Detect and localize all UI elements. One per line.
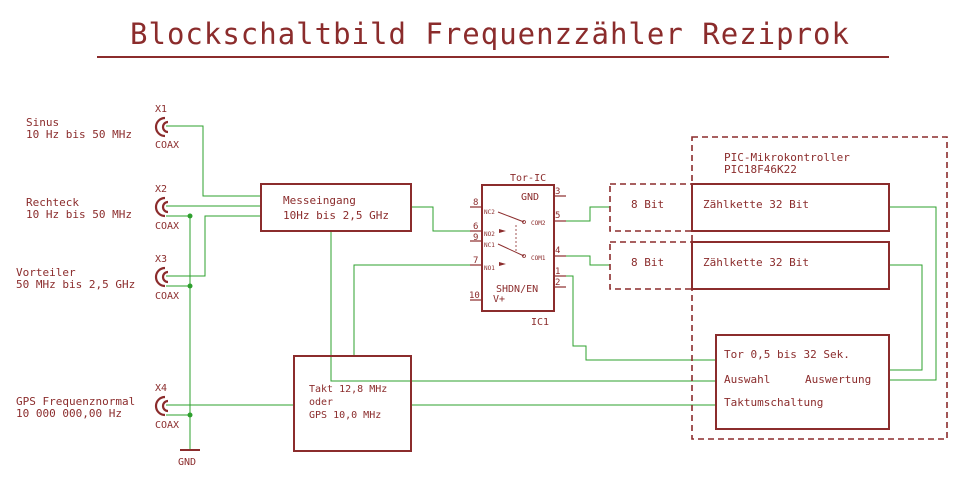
messeingang-range: 10Hz bis 2,5 GHz — [283, 209, 389, 222]
x1-type: COAX — [155, 140, 179, 151]
counter-box-a — [691, 183, 890, 232]
connector-x3: X3 COAX Vorteiler 50 MHz bis 2,5 GHz — [16, 254, 179, 302]
x4-ref: X4 — [155, 383, 167, 394]
tor-ic-shdn: SHDN/EN — [496, 284, 538, 295]
takt-line3: GPS 10,0 MHz — [309, 410, 381, 421]
pin-label-nc1: NC1 — [484, 242, 495, 249]
pin-num: 10 — [469, 291, 480, 301]
pin-label-no2: NO2 — [484, 231, 495, 238]
x3-type: COAX — [155, 291, 179, 302]
x4-name: GPS Frequenznormal — [16, 395, 135, 408]
tor-ic-name: Tor-IC — [510, 173, 546, 184]
pin-num: 7 — [473, 256, 478, 266]
pin-label-com1: COM1 — [531, 255, 546, 262]
tor-label: Tor 0,5 bis 32 Sek. — [724, 348, 850, 361]
tor-ic-vplus: V+ — [493, 294, 505, 305]
pin-num: 6 — [473, 222, 478, 232]
bit8-b-label: 8 Bit — [631, 256, 664, 269]
pin-label-nc2: NC2 — [484, 209, 495, 216]
pin-num: 2 — [555, 278, 560, 288]
pin-num: 8 — [473, 198, 478, 208]
counter-box-b — [691, 241, 890, 290]
x1-range: 10 Hz bis 50 MHz — [26, 128, 132, 141]
diagram-title: Blockschaltbild Frequenzzähler Reziprok — [130, 17, 850, 51]
x4-type: COAX — [155, 420, 179, 431]
x3-ref: X3 — [155, 254, 167, 265]
connector-x1: X1 COAX Sinus 10 Hz bis 50 MHz — [26, 104, 179, 151]
bit8-a-label: 8 Bit — [631, 198, 664, 211]
x3-range: 50 MHz bis 2,5 GHz — [16, 278, 135, 291]
gnd-symbol: GND — [178, 449, 200, 468]
x2-range: 10 Hz bis 50 MHz — [26, 208, 132, 221]
connector-x2: X2 COAX Rechteck 10 Hz bis 50 MHz — [26, 184, 179, 232]
auswahl-label: Auswahl — [724, 373, 770, 386]
takt-line2: oder — [309, 397, 333, 408]
auswertung-label: Auswertung — [805, 373, 871, 386]
takt-line1: Takt 12,8 MHz — [309, 384, 387, 395]
pin-num: 1 — [555, 267, 560, 277]
pic-part: PIC18F46K22 — [724, 163, 797, 176]
x2-ref: X2 — [155, 184, 167, 195]
pic-title: PIC-Mikrokontroller — [724, 151, 850, 164]
pin-label-com2: COM2 — [531, 220, 546, 227]
pic-block: PIC-Mikrokontroller PIC18F46K22 8 Bit 8 … — [609, 136, 948, 440]
junction-dot — [187, 213, 193, 219]
tor-ic: Tor-IC IC1 GND SHDN/EN V+ NC2 NO2 NC1 NO… — [469, 173, 566, 328]
taktumschaltung-label: Taktumschaltung — [724, 396, 823, 409]
counter-a-label: Zählkette 32 Bit — [703, 198, 809, 211]
pin-num: 4 — [555, 246, 560, 256]
control-box — [715, 334, 890, 430]
counter-b-label: Zählkette 32 Bit — [703, 256, 809, 269]
x4-range: 10 000 000,00 Hz — [16, 407, 122, 420]
tor-ic-ref: IC1 — [531, 317, 549, 328]
connector-x4: X4 COAX GPS Frequenznormal 10 000 000,00… — [16, 383, 179, 431]
junction-dot — [187, 412, 193, 418]
messeingang-label: Messeingang — [283, 194, 356, 207]
junction-dot — [187, 283, 193, 289]
x3-name: Vorteiler — [16, 266, 76, 279]
switch-graphics — [497, 211, 526, 266]
pin-num: 3 — [555, 187, 560, 197]
x1-name: Sinus — [26, 116, 59, 129]
x2-name: Rechteck — [26, 196, 79, 209]
pin-num: 9 — [473, 233, 478, 243]
x1-ref: X1 — [155, 104, 167, 115]
messeingang-block: Messeingang 10Hz bis 2,5 GHz — [260, 183, 412, 232]
tor-ic-gnd: GND — [521, 192, 539, 203]
pin-label-no1: NO1 — [484, 265, 495, 272]
pin-num: 5 — [555, 211, 560, 221]
gnd-label: GND — [178, 457, 196, 468]
x2-type: COAX — [155, 221, 179, 232]
takt-block: Takt 12,8 MHz oder GPS 10,0 MHz — [293, 355, 412, 452]
